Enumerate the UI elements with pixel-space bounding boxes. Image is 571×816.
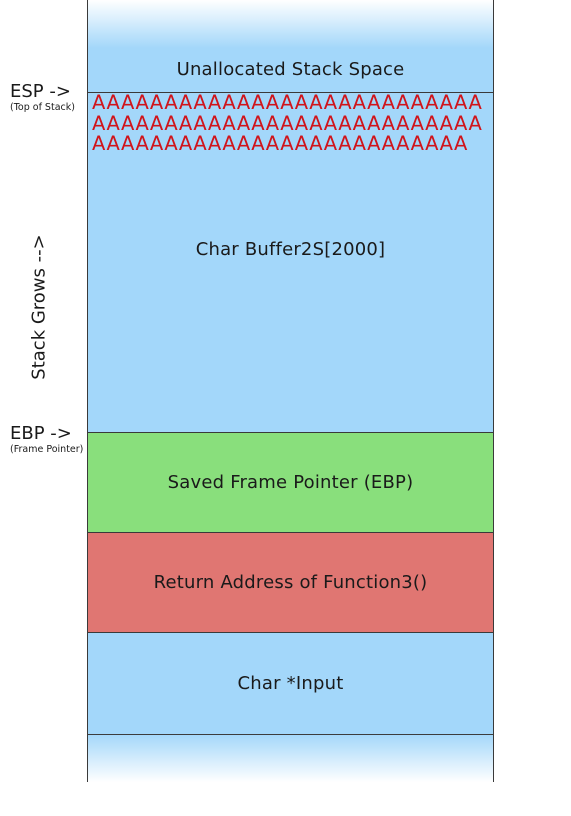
unallocated-label: Unallocated Stack Space [176,58,405,80]
saved-frame-pointer-label: Saved Frame Pointer (EBP) [167,472,414,493]
return-address-label: Return Address of Function3() [153,572,428,593]
char-input-label: Char *Input [237,673,344,694]
top-fade [88,0,493,48]
return-address-block: Return Address of Function3() [88,532,493,632]
stack-diagram: Unallocated Stack Space Char Buffer2S[20… [87,0,494,782]
stack-grows-label: Stack Grows --> [28,234,50,380]
char-buffer-block: Char Buffer2S[2000] [88,92,493,433]
saved-frame-pointer-block: Saved Frame Pointer (EBP) [88,432,493,532]
ebp-pointer: EBP -> (Frame Pointer) [10,423,84,456]
ebp-label: EBP -> [10,423,72,444]
buffer-overflow-text: AAAAAAAAAAAAAAAAAAAAAAAAAAAAAAAAAAAAAAAA… [92,91,483,155]
lower-stack-block [88,734,493,782]
esp-sublabel: (Top of Stack) [10,102,75,113]
unallocated-stack-block: Unallocated Stack Space [88,46,493,92]
char-input-block: Char *Input [88,632,493,734]
char-buffer-label: Char Buffer2S[2000] [195,239,386,260]
esp-pointer: ESP -> (Top of Stack) [10,81,75,114]
ebp-sublabel: (Frame Pointer) [10,444,84,455]
esp-label: ESP -> [10,81,71,102]
